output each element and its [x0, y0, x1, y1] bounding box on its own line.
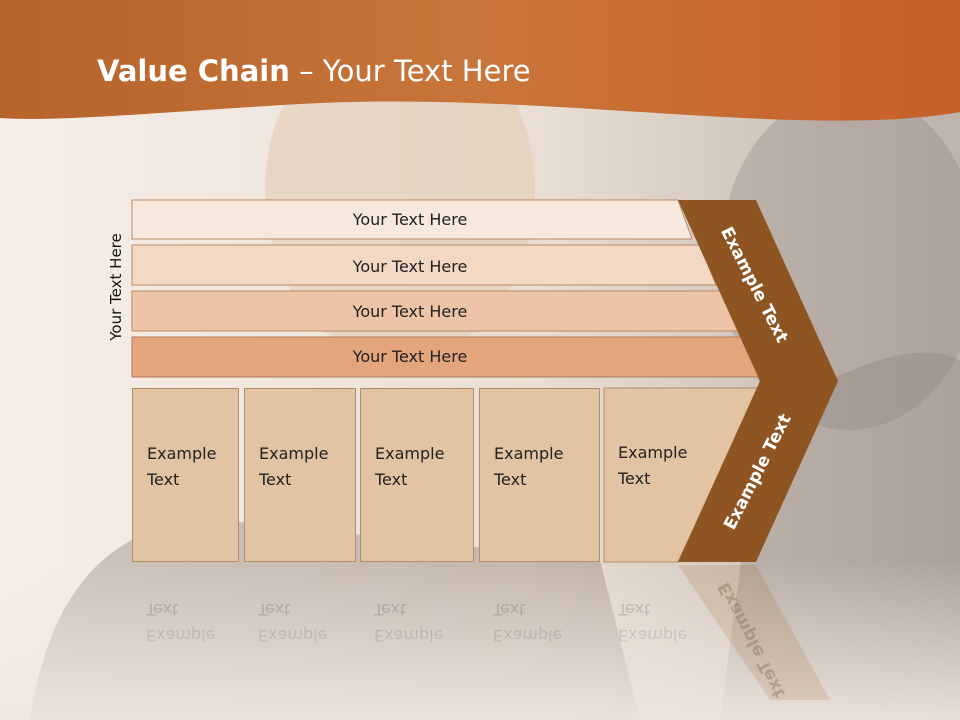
box-4-line1: Example: [494, 444, 564, 463]
chevron-reflection: [678, 565, 830, 700]
box-5-line2: Text: [618, 469, 651, 488]
bar-2: Your Text Here: [132, 247, 692, 285]
bar-3-label: Your Text Here: [352, 301, 468, 321]
activity-box-4: Example Text: [479, 388, 600, 562]
activity-box-3: Example Text: [360, 388, 474, 562]
box-3-reflection-line2: Text: [374, 600, 407, 619]
activity-box-1: Example Text: [132, 388, 239, 562]
box-2-reflection-line1: Example: [258, 626, 328, 645]
box-5-reflection-line2: Text: [618, 600, 651, 619]
box-2-reflection: Example Text: [244, 565, 356, 700]
bar-shape-1: [131, 199, 693, 240]
box-4-reflection-line2: Text: [493, 600, 526, 619]
box-1-line2: Text: [147, 470, 180, 489]
box-4-line2: Text: [494, 470, 527, 489]
bar-4-label: Your Text Here: [352, 346, 468, 366]
box-1-reflection-line2: Text: [146, 600, 179, 619]
box-2-reflection-line2: Text: [258, 600, 291, 619]
box-1-reflection-line1: Example: [146, 626, 216, 645]
box-1-reflection: Example Text: [132, 565, 239, 700]
bar-2-label: Your Text Here: [352, 256, 468, 276]
box-1-line1: Example: [147, 444, 217, 463]
activity-box-2: Example Text: [244, 388, 356, 562]
box-4-reflection: Example Text: [479, 565, 600, 700]
bar-4: Your Text Here: [132, 337, 692, 375]
title-bold: Value Chain: [97, 54, 290, 88]
title-rest: – Your Text Here: [289, 54, 531, 88]
box-5-reflection-line1: Example: [618, 626, 688, 645]
slide-title: Value Chain – Your Text Here: [97, 54, 531, 88]
box-3-reflection-line1: Example: [374, 626, 444, 645]
bar-shape-2: [131, 244, 717, 286]
box-2-line2: Text: [259, 470, 292, 489]
box-5-reflection: Example Text: [604, 565, 694, 700]
box-2-line1: Example: [259, 444, 329, 463]
bar-1-label: Your Text Here: [352, 209, 468, 229]
box-3-line2: Text: [375, 470, 408, 489]
box-4-reflection-line1: Example: [493, 626, 563, 645]
box-3-line1: Example: [375, 444, 445, 463]
box-3-reflection: Example Text: [360, 565, 474, 700]
bar-1: Your Text Here: [132, 200, 692, 238]
activity-box-5: Example Text: [604, 388, 694, 562]
bar-3: Your Text Here: [132, 292, 692, 330]
chevron-arrow: [678, 200, 838, 562]
box-5-line1: Example: [618, 443, 688, 462]
